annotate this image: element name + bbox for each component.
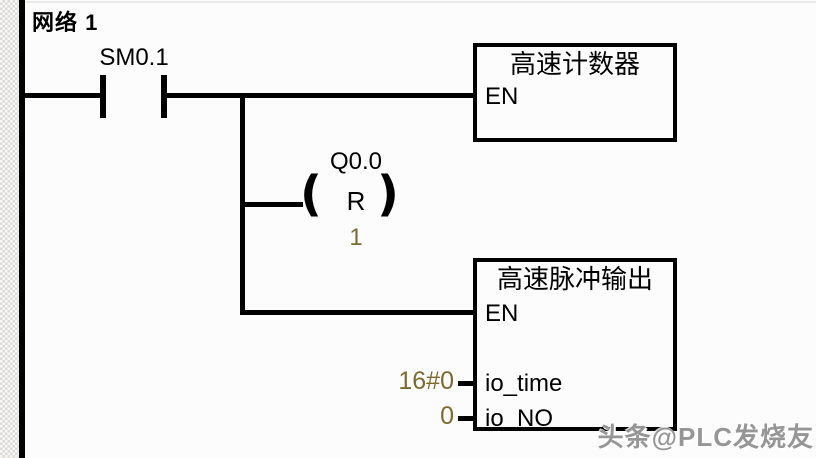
function-block-counter[interactable]: 高速计数器 EN — [473, 43, 677, 142]
wire-branch-to-coil — [245, 202, 303, 207]
contact-bar-left[interactable] — [100, 75, 106, 118]
block1-en-pin-label: EN — [485, 83, 519, 110]
coil-paren-left[interactable]: ( — [300, 166, 322, 222]
contact-operand-label[interactable]: SM0.1 — [99, 44, 169, 71]
block2-pin-io-no: io_NO — [485, 405, 554, 432]
param-value-io-no[interactable]: 0 — [440, 402, 454, 430]
coil-paren-right[interactable]: ) — [377, 166, 399, 222]
param-tick-io-time — [458, 381, 473, 386]
block2-pin-io-time: io_time — [485, 370, 563, 397]
contact-bar-right[interactable] — [161, 75, 167, 118]
coil-param-value[interactable]: 1 — [349, 224, 363, 251]
top-separator-line — [0, 1, 816, 3]
param-tick-io-no — [458, 416, 473, 421]
param-value-io-time[interactable]: 16#0 — [398, 367, 454, 395]
branch-vertical-wire — [240, 93, 245, 315]
left-power-rail — [19, 0, 25, 458]
function-block-pulse-title: 高速脉冲输出 — [496, 264, 653, 294]
block2-en-pin-label: EN — [485, 300, 519, 327]
wire-rail-to-contact — [25, 93, 101, 98]
coil-function-label[interactable]: R — [346, 186, 366, 216]
watermark: 头条@PLC发烧友 — [597, 422, 814, 452]
function-block-pulse-output[interactable]: 高速脉冲输出 EN io_time io_NO — [473, 258, 677, 431]
coil-operand-label[interactable]: Q0.0 — [329, 148, 383, 175]
left-gutter — [0, 0, 19, 458]
wire-branch-to-block2 — [245, 310, 473, 315]
function-block-counter-title: 高速计数器 — [509, 49, 640, 79]
wire-contact-to-block1 — [167, 93, 473, 98]
network-title[interactable]: 网络 1 — [32, 10, 99, 35]
